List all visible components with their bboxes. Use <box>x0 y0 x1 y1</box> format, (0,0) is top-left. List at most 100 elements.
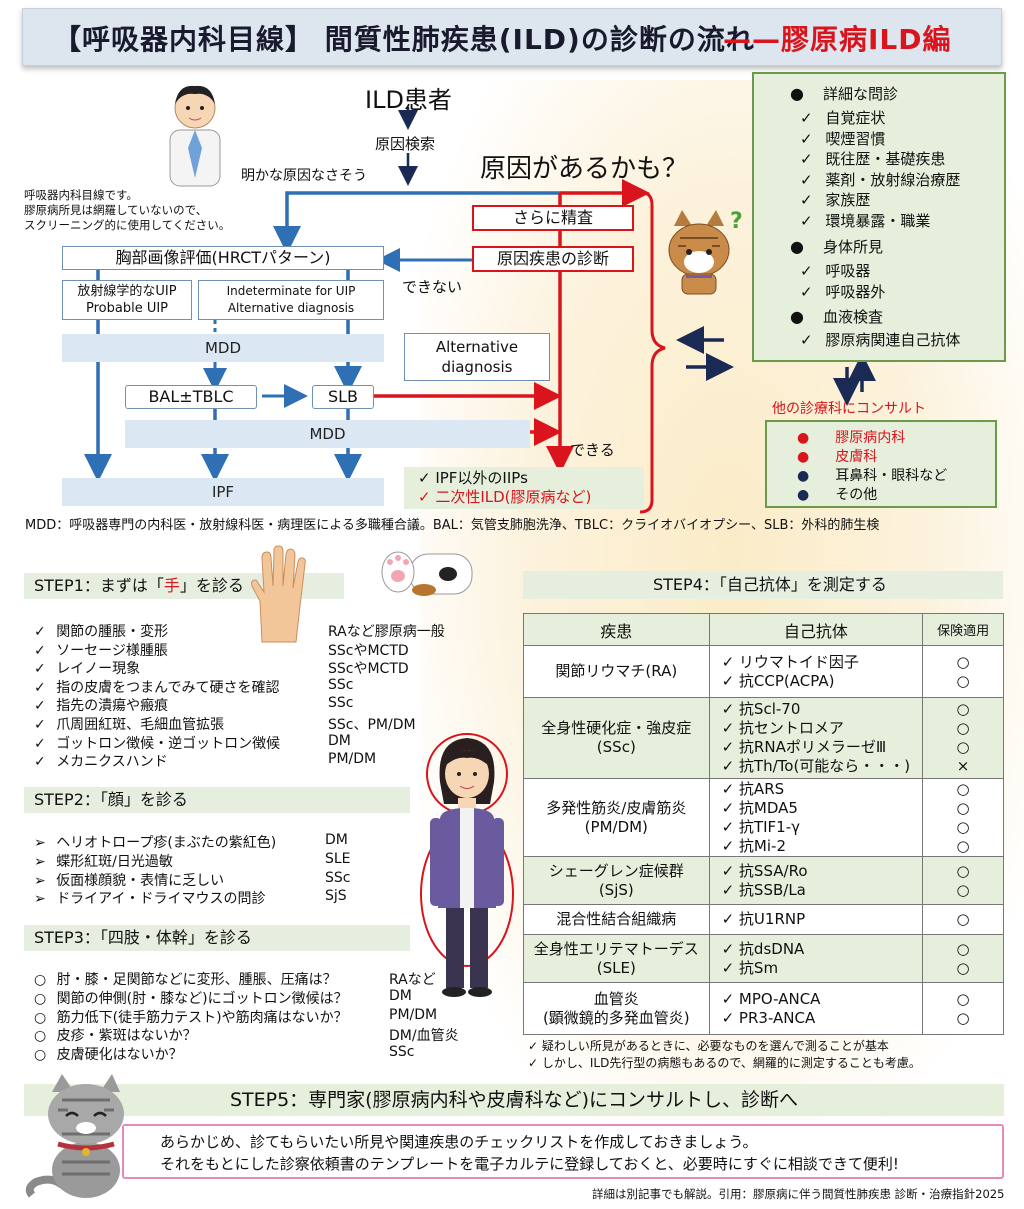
check-icon: ✓ <box>800 331 818 349</box>
finding-disease: SjS <box>325 888 347 905</box>
ipf-box: IPF <box>62 478 384 506</box>
antibody-line: ✓ 抗セントロメア <box>721 719 844 737</box>
check-icon: ✓ <box>800 150 818 168</box>
finding-label: ゴットロン徴候・逆ゴットロン徴候 <box>56 735 281 752</box>
bullet-icon: ● <box>797 468 810 484</box>
check-icon: ✓ <box>800 109 818 127</box>
finding-item: ✓ レイノー現象 <box>34 658 140 678</box>
paw-illustration <box>380 546 474 598</box>
table-header-row: 疾患 自己抗体 保険適用 <box>523 613 1004 646</box>
cat-question-illustration: ? <box>660 208 746 298</box>
finding-item: ✓ 指先の潰瘍や瘢痕 <box>34 695 168 715</box>
finding-disease: RAなど <box>389 972 436 988</box>
list-marker-icon: ✓ <box>34 661 51 678</box>
check-icon: ✓ <box>800 283 818 301</box>
finding-disease: PM/DM <box>328 751 377 768</box>
consult-item-label: 膠原病内科 <box>835 430 906 446</box>
finding-disease: DM/血管炎 <box>389 1028 459 1045</box>
finding-disease: DM <box>328 732 351 749</box>
page-title: 【呼吸器内科目線】 間質性肺疾患(ILD)の診断の流れ <box>53 23 755 56</box>
antibody-line: ✓ リウマトイド因子 <box>721 652 859 671</box>
list-marker-icon: ➢ <box>34 891 51 908</box>
history-check-item: ✓ 喫煙習慣 <box>800 128 885 149</box>
insurance-mark: ○ <box>956 652 970 671</box>
finding-item: ✓ 関節の腫脹・変形 <box>34 621 168 641</box>
doctor-note-line: 呼吸器内科目線です。 <box>24 188 138 202</box>
list-marker-icon: ✓ <box>34 698 51 715</box>
insurance-mark: ○ <box>956 880 970 899</box>
history-item-label: 既往歴・基礎疾患 <box>825 150 946 168</box>
further-exam-box: さらに精査 <box>472 205 634 231</box>
history-item-label: 自覚症状 <box>825 109 886 127</box>
insurance-mark: ○ <box>956 700 970 718</box>
insurance-cell: ○○○× <box>922 697 1004 779</box>
antibody-cell: ✓ 抗ARS✓ 抗MDA5✓ 抗TIF1-γ✓ 抗Mi-2 <box>708 778 924 857</box>
result-iips: ✓ IPF以外のIIPs <box>418 469 528 487</box>
antibody-line: ✓ 抗dsDNA <box>721 939 805 958</box>
footer-citation: 詳細は別記事でも解説。引用：膠原病に伴う間質性肺疾患 診断・治療指針2025 <box>592 1187 1005 1201</box>
table-row: 多発性筋炎/皮膚筋炎(PM/DM)✓ 抗ARS✓ 抗MDA5✓ 抗TIF1-γ✓… <box>523 778 1004 857</box>
insurance-cell: ○○ <box>922 856 1004 905</box>
consult-item: ●皮膚科 <box>797 446 877 466</box>
antibody-cell: ✓ リウマトイド因子✓ 抗CCP(ACPA) <box>708 645 924 698</box>
cause-search-label: 原因検索 <box>375 135 436 153</box>
list-marker-icon: ➢ <box>34 853 51 870</box>
history-item-label: 喫煙習慣 <box>825 129 886 148</box>
history-check-item: ✓ 薬剤・放射線治療歴 <box>800 169 960 190</box>
finding-label: メカニクスハンド <box>56 754 168 771</box>
finding-label: 関節の伸側(肘・膝など)にゴットロン徴候は？ <box>56 990 348 1007</box>
disease-line: (SLE) <box>596 958 636 977</box>
consult-item-label: 耳鼻科・眼科など <box>835 468 948 484</box>
step5-message-line: あらかじめ、診てもらいたい所見や関連疾患のチェックリストを作成しておきましょう。 <box>160 1133 758 1151</box>
finding-label: レイノー現象 <box>56 661 141 678</box>
mdd-box-1: MDD <box>62 334 384 362</box>
finding-item: ✓ 指の皮膚をつまんでみて硬さを確認 <box>34 677 280 697</box>
finding-disease: SSc <box>328 676 354 693</box>
doctor-note-line: 膠原病所見は網羅していないので、 <box>24 203 208 217</box>
disease-line: (顕微鏡的多発血管炎) <box>542 1008 690 1027</box>
woman-illustration <box>412 722 522 1022</box>
finding-label: ソーセージ様腫脹 <box>56 642 168 659</box>
finding-item: ➢ ヘリオトロープ疹(まぶたの紫紅色) <box>34 832 276 852</box>
check-icon: ✓ <box>800 129 818 148</box>
antibody-cell: ✓ 抗SSA/Ro✓ 抗SSB/La <box>708 856 924 905</box>
ild-patient-label: ILD患者 <box>365 86 452 114</box>
disease-cell: 全身性硬化症・強皮症(SSc) <box>523 697 710 779</box>
list-marker-icon: ○ <box>34 1028 51 1045</box>
antibody-line: ✓ 抗MDA5 <box>721 798 798 817</box>
cannot-label: できない <box>402 278 463 296</box>
insurance-mark: ○ <box>956 861 970 880</box>
disease-cell: 血管炎(顕微鏡的多発血管炎) <box>523 982 710 1035</box>
alternative-line: diagnosis <box>441 358 513 376</box>
finding-item: ○ 筋力低下(徒手筋力テスト)や筋肉痛はないか？ <box>34 1007 348 1027</box>
history-check-item: ✓ 膠原病関連自己抗体 <box>800 329 960 350</box>
insurance-cell: ○○ <box>922 934 1004 983</box>
finding-label: 蝶形紅斑/日光過敏 <box>56 853 173 870</box>
antibody-cell: ✓ 抗Scl-70✓ 抗セントロメア✓ 抗RNAポリメラーゼⅢ✓ 抗Th/To(… <box>708 697 924 779</box>
abbreviation-note: MDD：呼吸器専門の内科医・放射線科医・病理医による多職種合議。BAL：気管支肺… <box>25 518 880 533</box>
finding-label: ヘリオトロープ疹(まぶたの紫紅色) <box>56 835 277 851</box>
indeterminate-box: Indeterminate for UIP Alternative diagno… <box>198 280 384 320</box>
antibody-line: ✓ 抗SSA/Ro <box>721 861 808 880</box>
indeterminate-line: Indeterminate for UIP <box>226 284 356 298</box>
history-check-item: ✓ 呼吸器 <box>800 260 870 281</box>
check-icon: ✓ <box>800 191 818 209</box>
disease-line: 多発性筋炎/皮膚筋炎 <box>546 798 687 817</box>
history-item-label: 家族歴 <box>825 191 871 209</box>
bal-tblc-box: BAL±TBLC <box>125 385 257 409</box>
alternative-line: Alternative <box>435 338 519 356</box>
insurance-mark: ○ <box>956 798 970 817</box>
finding-item: ✓ メカニクスハンド <box>34 751 168 771</box>
check-icon: ✓ <box>800 262 818 280</box>
table-row: 全身性硬化症・強皮症(SSc)✓ 抗Scl-70✓ 抗セントロメア✓ 抗RNAポ… <box>523 697 1004 779</box>
insurance-mark: ○ <box>956 1008 970 1027</box>
history-check-item: ✓ 環境暴露・職業 <box>800 210 930 231</box>
bullet-icon: ● <box>797 449 810 465</box>
history-h1: ● 詳細な問診 <box>790 84 899 103</box>
hand-illustration <box>250 545 310 646</box>
history-item-label: 呼吸器外 <box>825 283 886 301</box>
uip-line: Probable UIP <box>85 301 169 316</box>
header-insurance: 保険適用 <box>922 613 1004 646</box>
antibody-line: ✓ 抗U1RNP <box>721 910 806 928</box>
finding-label: 指の皮膚をつまんでみて硬さを確認 <box>56 679 280 696</box>
